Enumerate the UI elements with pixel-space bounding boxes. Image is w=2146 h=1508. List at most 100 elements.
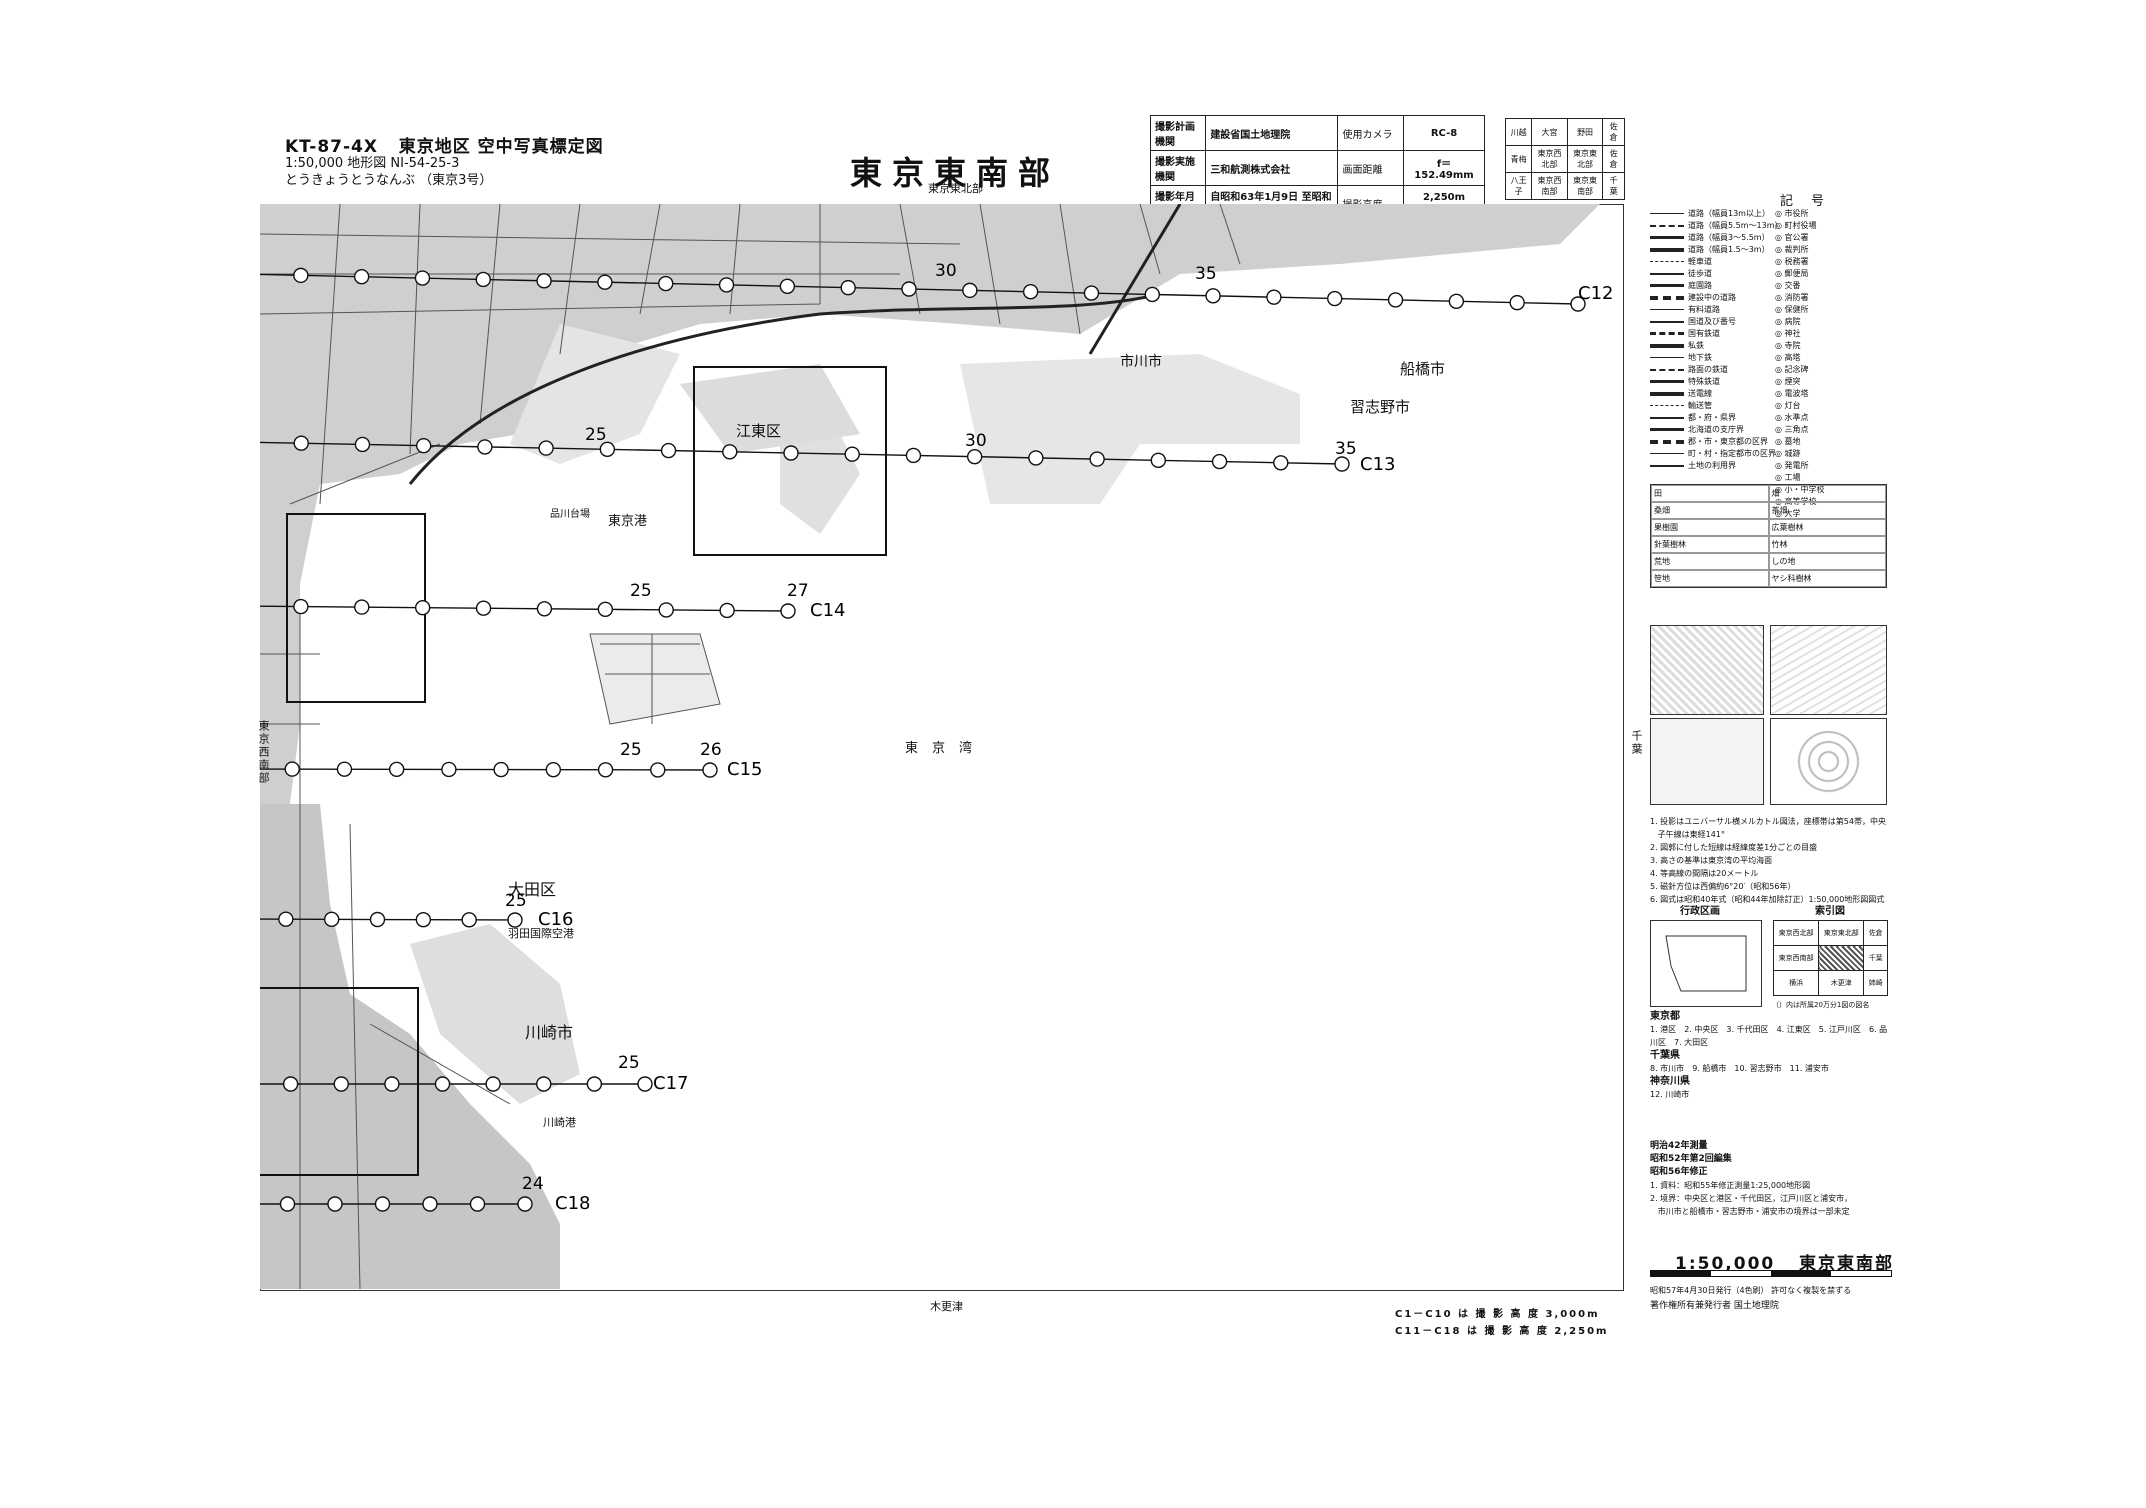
photo-center-point[interactable] <box>477 439 493 455</box>
photo-center-point[interactable] <box>441 761 457 778</box>
photo-center-point[interactable] <box>1327 290 1343 307</box>
photo-center-point[interactable] <box>783 445 799 461</box>
photo-center-point[interactable] <box>475 271 491 288</box>
photo-center-point[interactable] <box>1448 293 1465 309</box>
photo-center-point[interactable] <box>1083 285 1100 301</box>
legend-line-swatch <box>1650 295 1684 300</box>
photo-center-point[interactable] <box>536 601 553 617</box>
admin-ward: 11. 浦安市 <box>1789 1064 1837 1073</box>
photo-center-point[interactable] <box>434 1076 451 1092</box>
photo-center-point[interactable] <box>1089 451 1105 467</box>
survey-sub: 市川市と船橋市・習志野市・浦安市の境界は一部未定 <box>1650 1207 1850 1216</box>
photo-center-point[interactable] <box>1150 452 1167 469</box>
legend-entry: ◎ 工場 <box>1775 472 1885 484</box>
photo-center-point[interactable] <box>388 761 405 778</box>
photo-center-point[interactable] <box>282 1076 299 1092</box>
photo-center-point[interactable] <box>333 1076 349 1092</box>
photo-center-point[interactable] <box>536 1076 552 1092</box>
photo-center-point[interactable] <box>966 448 983 465</box>
legend-label: 町村役場 <box>1784 221 1817 230</box>
photo-center-point[interactable] <box>293 598 309 615</box>
photo-center-point[interactable] <box>354 599 370 615</box>
photo-center-point[interactable] <box>599 441 616 458</box>
photo-center-point[interactable] <box>597 762 614 778</box>
photo-center-point[interactable] <box>279 1196 296 1212</box>
legend-entry: ◎ 水準点 <box>1775 412 1885 424</box>
legend-line-swatch <box>1650 416 1684 419</box>
photo-center-point[interactable] <box>323 911 340 928</box>
photo-center-point[interactable] <box>597 601 614 618</box>
photo-center-point[interactable] <box>840 279 856 296</box>
legend-entry: 路面の鉄道 <box>1650 364 1770 376</box>
photo-center-point[interactable] <box>369 911 386 928</box>
photo-center-point[interactable] <box>374 1196 391 1212</box>
photo-center-point[interactable] <box>493 761 509 778</box>
photo-center-point[interactable] <box>507 912 523 928</box>
photo-center-point[interactable] <box>485 1076 501 1092</box>
photo-center-point[interactable] <box>1334 456 1350 472</box>
photo-center-point[interactable] <box>718 277 735 293</box>
index-cell: 横浜 <box>1772 970 1820 996</box>
photo-center-point[interactable] <box>517 1196 533 1212</box>
photo-center-point[interactable] <box>293 435 309 451</box>
photo-center-point[interactable] <box>597 274 613 290</box>
photo-center-point[interactable] <box>1028 450 1044 466</box>
photo-center-point[interactable] <box>1211 453 1228 470</box>
photo-center-point[interactable] <box>901 281 917 297</box>
legend-symbol-icon: ◎ <box>1775 341 1785 350</box>
adjacent-sheet-cell: 東京東北部 <box>1566 145 1604 173</box>
legend-entry: 輸送管 <box>1650 400 1770 412</box>
photo-center-point[interactable] <box>336 761 353 777</box>
photo-center-point[interactable] <box>284 761 300 777</box>
flight-line-c14 <box>260 605 789 612</box>
legend-label: 官公署 <box>1784 233 1809 242</box>
photo-center-point[interactable] <box>545 761 562 778</box>
legend-symbol-icon: ◎ <box>1775 317 1785 326</box>
photo-center-point[interactable] <box>905 447 922 464</box>
photo-center-point[interactable] <box>722 444 738 460</box>
photo-center-point[interactable] <box>384 1076 400 1092</box>
photo-center-point[interactable] <box>1273 455 1289 471</box>
legend-entry: 道路（幅員1.5〜3m） <box>1650 244 1770 256</box>
photo-center-point[interactable] <box>1387 292 1404 308</box>
photo-center-point[interactable] <box>586 1076 603 1092</box>
index-cell: 千葉 <box>1863 945 1888 971</box>
photo-center-point[interactable] <box>719 602 735 619</box>
photo-center-point[interactable] <box>660 442 677 459</box>
photo-center-point[interactable] <box>1509 294 1525 311</box>
photo-center-point[interactable] <box>779 278 796 294</box>
photo-center-point[interactable] <box>293 267 309 284</box>
legend-entry: ◎ 市役所 <box>1775 208 1885 220</box>
photo-center-point[interactable] <box>702 762 718 778</box>
photo-center-point[interactable] <box>415 437 432 454</box>
photo-center-point[interactable] <box>1144 286 1160 303</box>
photo-center-point[interactable] <box>658 275 674 292</box>
photo-center-point[interactable] <box>422 1196 438 1212</box>
photo-center-point[interactable] <box>414 270 431 286</box>
photo-center-point[interactable] <box>415 911 432 928</box>
land-use-entry: 笹地 <box>1651 570 1769 587</box>
photo-center-point[interactable] <box>353 269 370 285</box>
photo-center-point[interactable] <box>962 282 978 299</box>
photo-center-point[interactable] <box>414 599 431 616</box>
photo-center-point[interactable] <box>1570 296 1586 312</box>
photo-center-point[interactable] <box>844 446 860 462</box>
photo-center-point[interactable] <box>469 1196 486 1212</box>
photo-center-point[interactable] <box>475 600 492 616</box>
photo-center-point[interactable] <box>538 440 554 456</box>
photo-center-point[interactable] <box>780 603 796 619</box>
photo-center-point[interactable] <box>327 1196 343 1212</box>
note-line: 2. 図郭に付した短線は経緯度差1分ごとの目盛 <box>1650 843 1818 852</box>
photo-center-point[interactable] <box>461 912 477 928</box>
photo-center-point[interactable] <box>1022 284 1039 300</box>
legend-line-swatch <box>1650 309 1684 310</box>
photo-center-point[interactable] <box>536 273 552 289</box>
photo-center-point[interactable] <box>650 762 666 778</box>
photo-center-point[interactable] <box>1205 288 1221 304</box>
photo-center-point[interactable] <box>354 436 371 453</box>
photo-center-point[interactable] <box>637 1076 653 1092</box>
photo-center-point[interactable] <box>1266 289 1282 305</box>
photo-center-point[interactable] <box>278 911 294 927</box>
photo-center-point[interactable] <box>658 602 674 618</box>
legend-symbol-icon: ◎ <box>1775 365 1785 374</box>
